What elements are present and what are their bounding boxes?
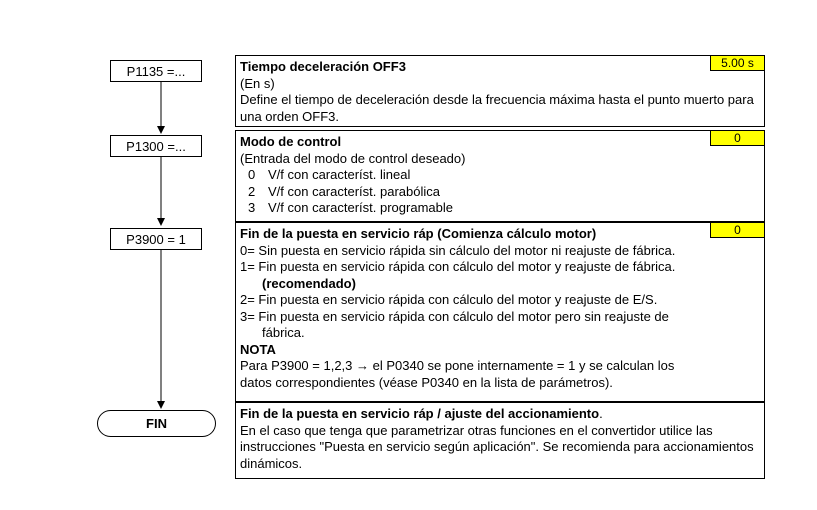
description-text: En el caso que tenga que parametrizar ot… xyxy=(240,422,754,471)
flow-end-fin: FIN xyxy=(97,410,216,437)
value-badge-p1135: 5.00 s xyxy=(710,55,765,71)
panel-title: Fin de la puesta en servicio ráp (Comien… xyxy=(240,226,597,241)
unit-text: (En s) xyxy=(240,75,275,91)
option-line-3: 3= Fin puesta en servicio rápida con cál… xyxy=(240,308,669,324)
title-period: . xyxy=(599,406,603,421)
flow-box-p3900: P3900 = 1 xyxy=(110,228,202,250)
option-line-3-cont: fábrica. xyxy=(262,325,305,340)
option-line-2: 2= Fin puesta en servicio rápida con cál… xyxy=(240,292,658,307)
flow-box-p1135: P1135 =... xyxy=(110,60,202,82)
panel-p3900: 0 Fin de la puesta en servicio ráp (Comi… xyxy=(235,222,765,402)
option-line-1: 1= Fin puesta en servicio rápida con cál… xyxy=(240,259,676,274)
value-badge-p1300: 0 xyxy=(710,130,765,146)
panel-fin: Fin de la puesta en servicio ráp / ajust… xyxy=(235,402,765,479)
panel-title-line: Fin de la puesta en servicio ráp / ajust… xyxy=(240,406,759,423)
panel-p1300: 0 Modo de control (Entrada del modo de c… xyxy=(235,130,765,222)
panel-p1135: 5.00 s Tiempo deceleración OFF3 (En s) D… xyxy=(235,55,765,127)
flow-box-p1300: P1300 =... xyxy=(110,135,202,157)
recommended-label: (recomendado) xyxy=(262,275,356,291)
option-line-0: 0= Sin puesta en servicio rápida sin cál… xyxy=(240,242,676,258)
note-line-2: datos correspondientes (véase P0340 en l… xyxy=(240,374,613,390)
panel-title: Fin de la puesta en servicio ráp / ajust… xyxy=(240,406,600,421)
note-title: NOTA xyxy=(240,341,276,357)
value-badge-p3900: 0 xyxy=(710,222,765,238)
panel-title: Tiempo deceleración OFF3 xyxy=(240,59,406,74)
note-line-1: Para P3900 = 1,2,3 → el P0340 se pone in… xyxy=(240,358,675,373)
panel-title: Modo de control xyxy=(240,134,342,149)
subtitle-text: (Entrada del modo de control deseado) xyxy=(240,150,466,166)
description-text: Define el tiempo de deceleración desde l… xyxy=(240,92,754,124)
